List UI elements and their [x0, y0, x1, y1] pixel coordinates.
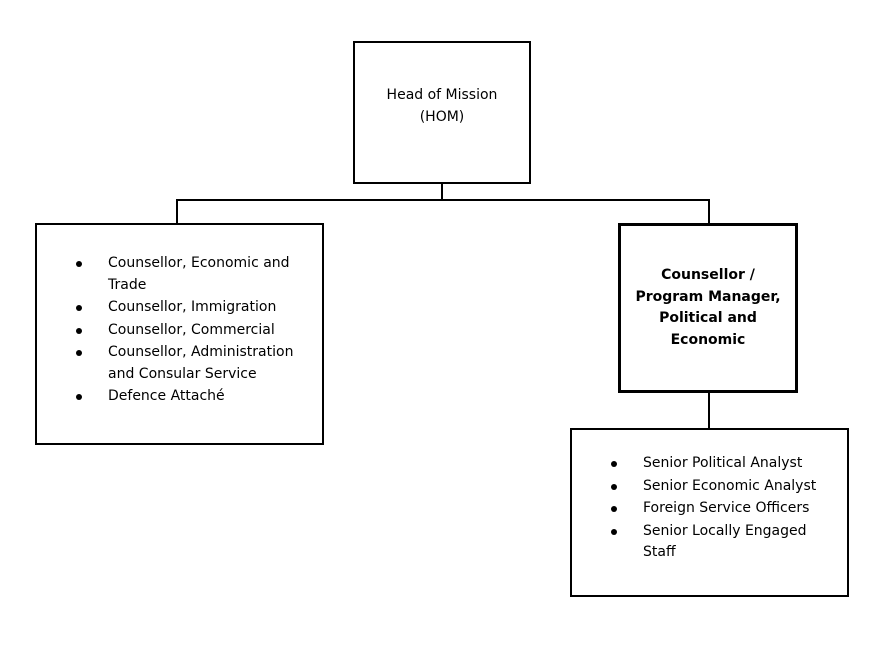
connector-pm-to-staff: [708, 392, 710, 429]
connector-horizontal-bar: [176, 199, 710, 201]
staff-list: Senior Political Analyst Senior Economic…: [608, 453, 823, 565]
counsellors-box: Counsellor, Economic and Trade Counsello…: [35, 223, 324, 445]
head-of-mission-abbrev: (HOM): [419, 108, 465, 125]
program-manager-title: Counsellor / Program Manager, Political …: [635, 267, 781, 348]
connector-right-branch: [708, 199, 710, 224]
list-item: Counsellor, Economic and Trade: [73, 253, 298, 296]
list-item: Counsellor, Immigration: [73, 297, 298, 319]
program-manager-box: Counsellor / Program Manager, Political …: [618, 223, 798, 393]
head-of-mission-title: Head of Mission: [386, 86, 498, 103]
list-item: Counsellor, Commercial: [73, 320, 298, 342]
connector-left-branch: [176, 199, 178, 225]
connector-hom-down: [441, 184, 443, 201]
list-item: Foreign Service Officers: [608, 498, 823, 520]
head-of-mission-box: Head of Mission (HOM): [353, 41, 531, 184]
list-item: Senior Economic Analyst: [608, 476, 823, 498]
list-item: Senior Locally Engaged Staff: [608, 521, 823, 564]
counsellors-list: Counsellor, Economic and Trade Counsello…: [73, 253, 298, 409]
list-item: Defence Attaché: [73, 386, 298, 408]
staff-box: Senior Political Analyst Senior Economic…: [570, 428, 849, 597]
list-item: Counsellor, Administration and Consular …: [73, 342, 298, 385]
list-item: Senior Political Analyst: [608, 453, 823, 475]
